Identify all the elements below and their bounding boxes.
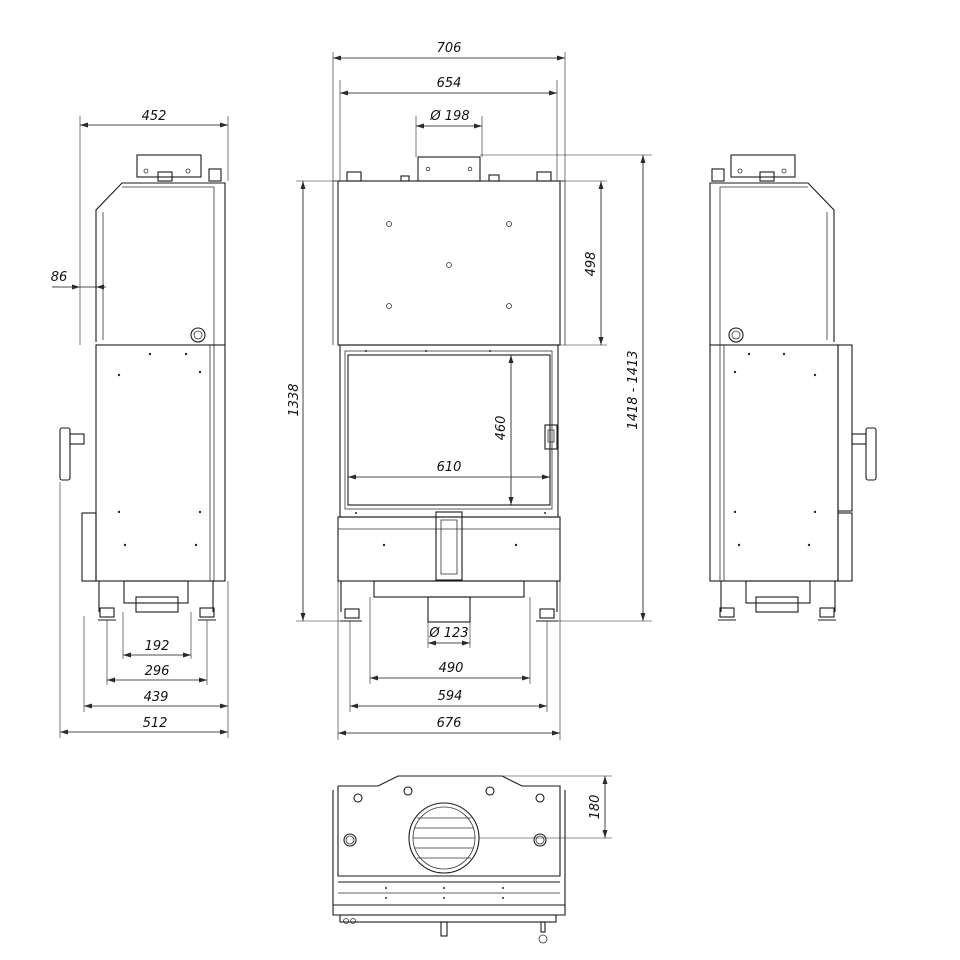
- left-side-view: 452 86 192 296 439 512: [51, 109, 229, 738]
- dim-flue-diameter: Ø 198: [429, 109, 469, 124]
- dim-460: 460: [494, 416, 509, 441]
- right-side-view: [709, 154, 877, 621]
- dim-86: 86: [51, 270, 68, 285]
- dim-296: 296: [145, 664, 170, 679]
- dim-676: 676: [437, 716, 462, 731]
- dim-654: 654: [437, 76, 462, 91]
- dim-1338: 1338: [287, 383, 302, 416]
- dim-452: 452: [142, 109, 167, 124]
- top-view: 180: [332, 775, 612, 944]
- dim-180: 180: [588, 795, 603, 820]
- dim-439: 439: [144, 690, 169, 705]
- dim-706: 706: [437, 41, 462, 56]
- dim-498: 498: [584, 252, 599, 277]
- dim-512: 512: [143, 716, 168, 731]
- dim-air-inlet-diameter: Ø 123: [428, 626, 468, 641]
- dim-height-range: 1418 - 1413: [626, 350, 641, 429]
- front-view: 706 654 Ø 198 1338 498 1418 - 1413 460: [287, 41, 652, 740]
- dim-610: 610: [437, 460, 462, 475]
- dim-490: 490: [439, 661, 464, 676]
- dim-192: 192: [145, 639, 170, 654]
- dim-594: 594: [438, 689, 463, 704]
